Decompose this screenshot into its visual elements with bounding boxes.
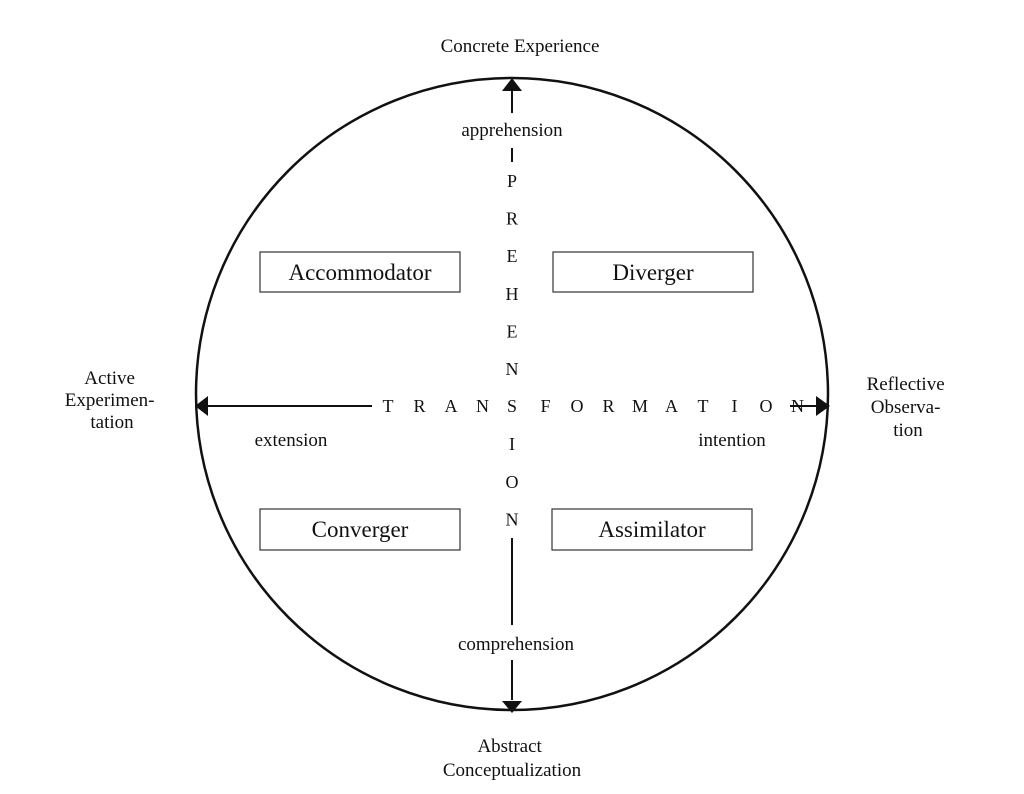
pole-reflective-observation: Reflective Observa- tion <box>867 374 950 441</box>
prehension-letter: I <box>509 434 515 454</box>
arrowhead-down-icon <box>502 701 522 713</box>
prehension-letter: P <box>507 171 517 191</box>
style-assimilator: Assimilator <box>598 517 706 542</box>
style-diverger: Diverger <box>612 260 694 285</box>
style-accommodator: Accommodator <box>288 260 431 285</box>
transformation-letter: T <box>383 396 394 416</box>
transformation-letter: N <box>791 396 804 416</box>
mode-apprehension: apprehension <box>461 120 563 141</box>
transformation-letter: F <box>540 396 550 416</box>
prehension-letter: N <box>506 509 519 529</box>
prehension-letter: N <box>506 359 519 379</box>
converger-box <box>259 508 461 551</box>
pole-active-experimentation: Active Experimen- tation <box>65 368 159 433</box>
diverger-box <box>552 251 754 293</box>
prehension-letter: H <box>506 284 519 304</box>
transformation-letter: M <box>632 396 648 416</box>
transformation-letter: T <box>698 396 709 416</box>
pole-concrete-experience: Concrete Experience <box>441 36 600 57</box>
prehension-letter: R <box>506 209 518 229</box>
transformation-letter: S <box>507 396 517 416</box>
assimilator-box <box>551 508 753 551</box>
transformation-letter: O <box>760 396 773 416</box>
mode-comprehension: comprehension <box>458 634 575 655</box>
transformation-letter: A <box>665 396 678 416</box>
prehension-letter: E <box>507 321 518 341</box>
transformation-letter: O <box>571 396 584 416</box>
prehension-letter: E <box>507 246 518 266</box>
accommodator-box <box>259 251 461 293</box>
mode-extension: extension <box>255 430 328 451</box>
arrowhead-right-icon <box>816 396 830 416</box>
arrowhead-left-icon <box>195 396 208 416</box>
prehension-letter: O <box>506 472 519 492</box>
transformation-letter: N <box>476 396 489 416</box>
transformation-letter: R <box>413 396 425 416</box>
transformation-letter: A <box>445 396 458 416</box>
transformation-letter: R <box>602 396 614 416</box>
arrowhead-up-icon <box>502 78 522 91</box>
pole-abstract-conceptualization: Abstract Conceptualization <box>443 736 582 781</box>
style-converger: Converger <box>312 517 409 542</box>
mode-intention: intention <box>698 430 766 451</box>
transformation-letter: I <box>732 396 738 416</box>
